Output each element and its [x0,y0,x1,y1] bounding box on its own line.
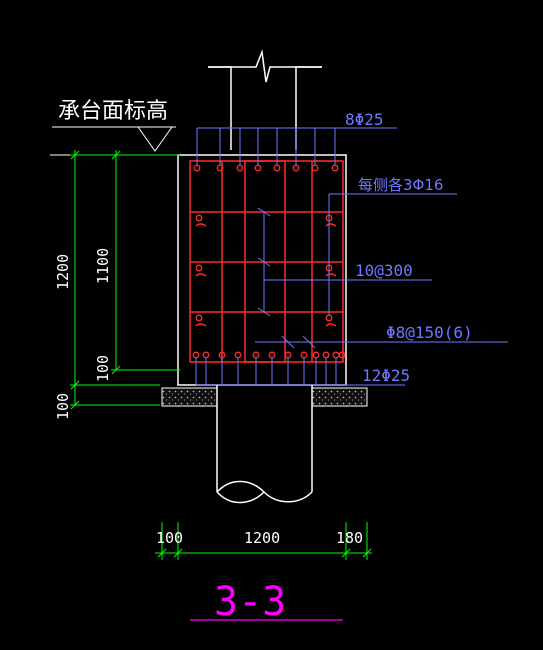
column-stub [208,49,322,150]
bottom-bars [192,351,346,359]
bottom-bars-label: 12Φ25 [362,366,410,385]
ties-label: 10@300 [355,261,413,280]
stirrups-label: Φ8@150(6) [386,323,473,342]
side-bars-label: 每侧各3Φ16 [358,176,443,194]
elevation-marker: 承台面标高 [52,99,176,152]
top-bar-leader [196,127,397,165]
pile-cap-outline [177,154,347,386]
elevation-label: 承台面标高 [58,99,168,124]
top-bars-label: 8Φ25 [345,110,384,129]
vertical-dimensions [70,150,180,410]
dim-depth-total: 1200 [54,254,72,290]
vertical-dimension-texts: 1200 1100 100 100 [54,248,112,420]
horizontal-dimensions [155,522,372,560]
rebar-cage [189,160,344,363]
side-bar-hooks [195,223,337,327]
dim-width-right: 180 [336,529,363,547]
section-title: 3-3 [214,579,286,625]
dim-cover-bottom: 100 [94,355,112,382]
bottom-bar-leader [195,358,405,386]
side-bar-leader [328,193,457,315]
cushion-layer [161,387,368,407]
top-bars [193,164,339,172]
pile [216,385,313,504]
dim-width-left: 100 [156,529,183,547]
dim-depth-inner: 1100 [94,248,112,284]
tie-leader [257,207,432,317]
dim-width-main: 1200 [244,529,280,547]
stirrup-leader [255,335,508,349]
dim-cushion: 100 [54,393,72,420]
